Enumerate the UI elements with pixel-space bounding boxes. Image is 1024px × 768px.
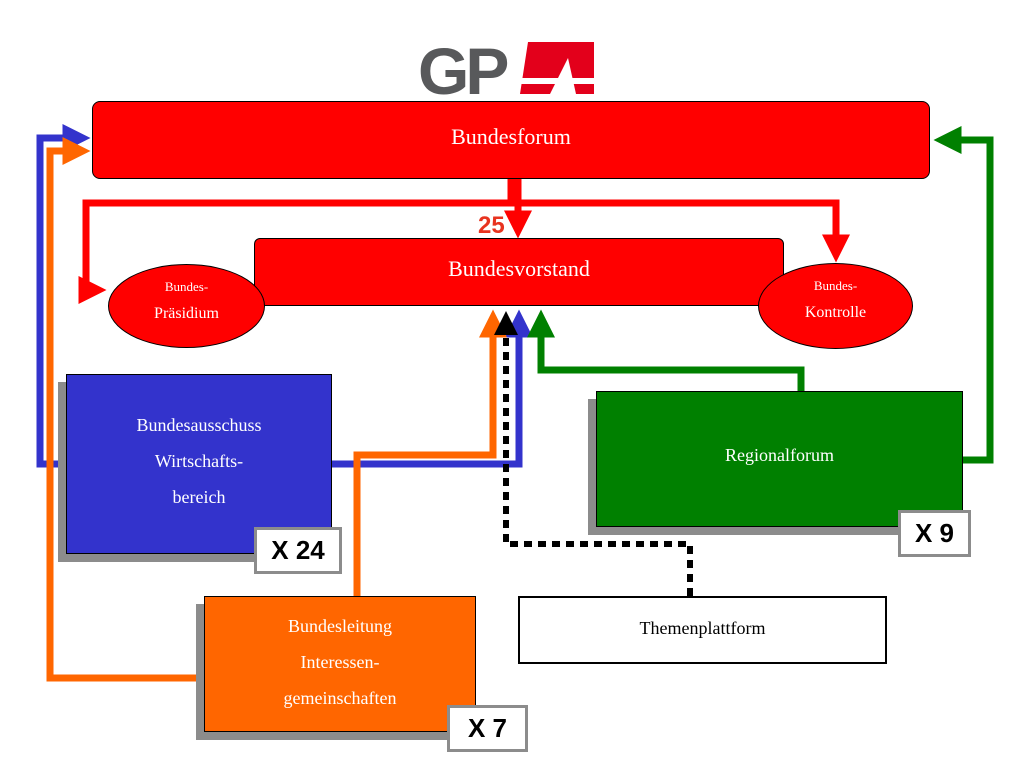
gpa-logo: GP <box>418 36 594 100</box>
orange-arrows <box>46 137 507 682</box>
regionalforum-box: Regionalforum <box>596 391 963 527</box>
red-arrows <box>78 179 850 304</box>
praesidium-label: Präsidium <box>154 305 219 322</box>
praesidium-prefix: Bundes- <box>164 279 209 294</box>
themenplattform-box: Themenplattform <box>518 596 887 664</box>
bundesleitung-line-1: Bundesleitung <box>288 616 392 636</box>
bundesleitung-line-3: gemeinschaften <box>283 688 397 708</box>
ausschuss-line-3: bereich <box>172 487 226 507</box>
bundesforum-label: Bundesforum <box>451 124 571 149</box>
blue-arrow-to-bundesvorstand <box>332 309 533 468</box>
ausschuss-line-2: Wirtschafts- <box>154 451 244 471</box>
kontrolle-label: Kontrolle <box>804 304 867 321</box>
kontrolle-prefix: Bundes- <box>813 278 858 293</box>
themenplattform-label: Themenplattform <box>639 618 766 638</box>
green-arrows <box>527 126 994 464</box>
bundesvorstand-box: Bundesvorstand <box>254 238 784 306</box>
bundesleitung-line-2: Interessen- <box>300 652 380 672</box>
ausschuss-line-1: Bundesausschuss <box>136 415 262 435</box>
green-arrow-to-bundesvorstand <box>527 309 805 391</box>
bundesvorstand-count: 25 <box>478 212 505 239</box>
green-arrow-to-bundesforum <box>933 126 994 464</box>
bundesleitung-count-badge: X 7 <box>447 705 528 752</box>
ausschuss-box: Bundesausschuss Wirtschafts- bereich <box>66 374 332 554</box>
arrow-to-kontrolle <box>511 199 850 263</box>
dotted-arrow-to-bundesvorstand <box>494 311 693 596</box>
kontrolle-ellipse: Bundes- Kontrolle <box>758 263 913 349</box>
regionalforum-count-badge: X 9 <box>898 510 971 557</box>
bundesvorstand-label: Bundesvorstand <box>448 256 590 281</box>
bundesleitung-box: Bundesleitung Interessen- gemeinschaften <box>204 596 476 732</box>
dotted-arrow <box>494 311 693 596</box>
orange-arrow-to-bundesforum <box>46 137 204 682</box>
bundesforum-box: Bundesforum <box>92 101 930 179</box>
svg-text:GP: GP <box>418 36 507 100</box>
regionalforum-label: Regionalforum <box>725 445 834 465</box>
arrow-to-praesidium <box>78 179 515 304</box>
praesidium-ellipse: Bundes- Präsidium <box>108 264 265 348</box>
ausschuss-count-badge: X 24 <box>254 527 342 574</box>
orange-arrow-to-bundesvorstand <box>353 309 507 596</box>
